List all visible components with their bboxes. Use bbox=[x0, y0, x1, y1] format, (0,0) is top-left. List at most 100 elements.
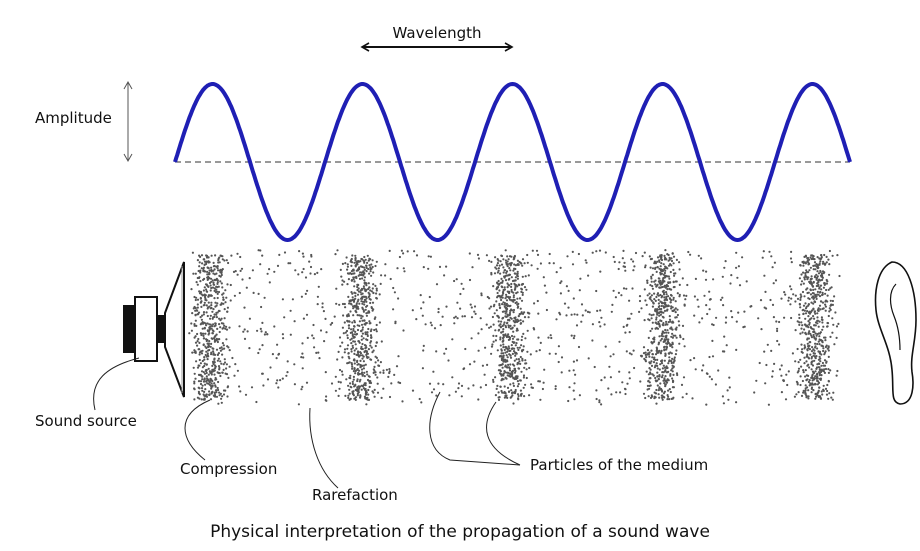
particle bbox=[495, 300, 498, 303]
particle bbox=[347, 352, 350, 355]
particle bbox=[808, 269, 811, 272]
particle bbox=[691, 397, 694, 400]
particle bbox=[598, 401, 601, 404]
particle bbox=[213, 369, 216, 372]
particle bbox=[324, 371, 327, 374]
particle bbox=[577, 252, 581, 256]
particle bbox=[343, 348, 347, 351]
particle bbox=[216, 267, 219, 270]
particle bbox=[364, 387, 367, 391]
particle bbox=[368, 381, 371, 384]
particle bbox=[193, 295, 196, 299]
particle bbox=[512, 319, 515, 322]
particle bbox=[630, 312, 633, 315]
particle bbox=[208, 281, 212, 285]
particle bbox=[216, 353, 219, 356]
particles-of-medium bbox=[188, 249, 841, 406]
particle bbox=[368, 297, 371, 300]
particle bbox=[339, 268, 342, 271]
particle bbox=[363, 364, 366, 367]
particle bbox=[359, 354, 362, 357]
particle bbox=[823, 262, 826, 265]
particle bbox=[813, 317, 816, 320]
particle bbox=[194, 272, 197, 275]
particle bbox=[460, 384, 464, 387]
particle bbox=[558, 311, 561, 314]
particle bbox=[500, 373, 503, 376]
particle bbox=[819, 370, 823, 374]
particle bbox=[479, 317, 482, 320]
particle bbox=[351, 333, 354, 336]
particle bbox=[363, 375, 366, 378]
particle bbox=[666, 288, 669, 291]
particle bbox=[368, 293, 371, 296]
particle bbox=[759, 299, 763, 302]
particle bbox=[204, 388, 207, 391]
particle bbox=[337, 394, 340, 397]
particle bbox=[822, 388, 825, 391]
particle bbox=[510, 255, 513, 258]
particle bbox=[335, 302, 338, 305]
particle bbox=[227, 376, 230, 379]
particle bbox=[455, 278, 458, 281]
particle bbox=[671, 357, 674, 360]
particle bbox=[665, 298, 669, 302]
particle bbox=[708, 375, 711, 378]
particle bbox=[709, 298, 712, 301]
particle bbox=[508, 349, 511, 353]
particle bbox=[521, 264, 524, 267]
particle bbox=[213, 361, 216, 364]
particle bbox=[724, 321, 728, 324]
particle bbox=[491, 315, 494, 319]
particle bbox=[508, 298, 511, 301]
particle bbox=[212, 308, 215, 311]
particle bbox=[672, 380, 675, 383]
particle bbox=[512, 311, 515, 314]
particle bbox=[770, 255, 773, 258]
particle bbox=[654, 267, 657, 270]
particle bbox=[818, 320, 821, 323]
particle bbox=[807, 397, 810, 400]
particle bbox=[354, 330, 357, 333]
particle bbox=[803, 328, 806, 331]
particle bbox=[477, 332, 480, 335]
particle bbox=[511, 340, 514, 343]
particle bbox=[203, 301, 206, 304]
particle bbox=[361, 373, 364, 376]
particle bbox=[194, 309, 197, 312]
particle bbox=[812, 333, 815, 337]
particle bbox=[662, 371, 665, 374]
particle bbox=[239, 255, 242, 259]
particle bbox=[477, 257, 480, 260]
particle bbox=[801, 290, 805, 294]
particle bbox=[681, 324, 685, 327]
particle bbox=[281, 377, 284, 380]
particle bbox=[521, 335, 524, 338]
particle bbox=[432, 388, 436, 391]
particle bbox=[822, 370, 826, 373]
particle bbox=[420, 401, 423, 404]
particle bbox=[654, 309, 657, 312]
particle bbox=[344, 306, 347, 309]
particle bbox=[780, 391, 784, 394]
particle bbox=[657, 378, 660, 381]
particle bbox=[655, 346, 658, 349]
particle bbox=[593, 365, 596, 369]
particle bbox=[595, 397, 598, 401]
particle bbox=[648, 355, 651, 358]
particle bbox=[442, 383, 445, 386]
particle bbox=[786, 383, 789, 387]
particle bbox=[645, 303, 648, 306]
particles-leader-1 bbox=[429, 391, 521, 466]
particle bbox=[217, 357, 220, 360]
particle bbox=[660, 281, 663, 284]
particle bbox=[657, 302, 661, 305]
particle bbox=[778, 343, 781, 346]
particle bbox=[660, 376, 664, 379]
particle bbox=[560, 280, 563, 283]
particle bbox=[203, 362, 206, 365]
particle bbox=[705, 304, 708, 307]
particle bbox=[676, 373, 679, 377]
particle bbox=[667, 281, 670, 284]
particle bbox=[269, 366, 272, 369]
